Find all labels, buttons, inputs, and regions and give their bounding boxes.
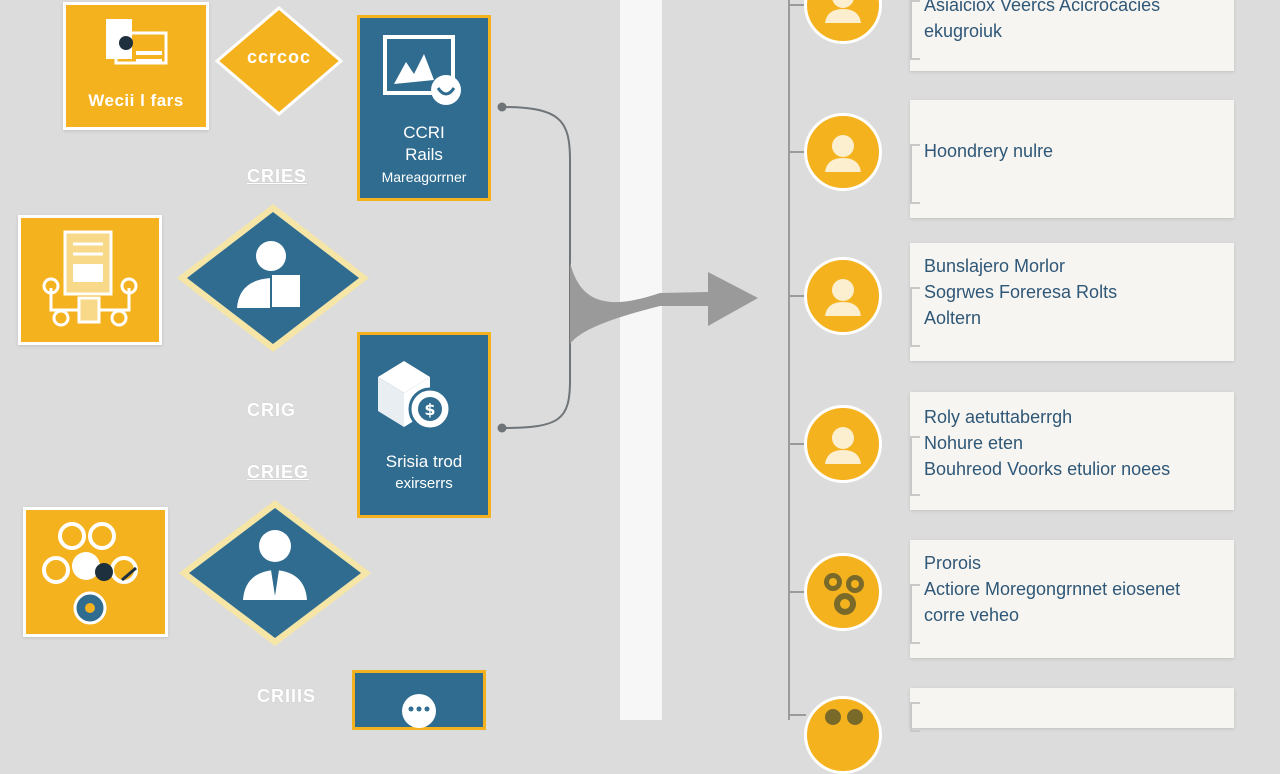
process-box-3 xyxy=(23,507,168,637)
info-card-4: Roly aetuttaberrgh Nohure eten Bouhreod … xyxy=(910,392,1234,510)
avatar-4 xyxy=(804,405,882,483)
process-card-2-line-1: Srisia trod xyxy=(385,452,463,471)
process-box-1-caption: Wecii l fars xyxy=(88,91,184,110)
decision-diamond-2 xyxy=(173,200,373,356)
info-card-1-line-1: Asiaiciox Veercs Acicrocacies xyxy=(924,0,1161,15)
info-card-1: Asiaiciox Veercs Acicrocacies ekugroiuk xyxy=(910,0,1234,71)
person-laptop-icon xyxy=(177,204,369,352)
info-card-3-line-3: Aoltern xyxy=(924,308,982,328)
document-network-icon xyxy=(42,230,138,327)
info-card-5-line-1: Prorois xyxy=(924,553,982,573)
flow-label-4: CRIIIS xyxy=(257,686,317,706)
person-avatar-icon xyxy=(825,427,861,464)
process-card-3 xyxy=(352,670,486,730)
person-avatar-icon xyxy=(825,279,861,316)
info-card-5-line-3: corre veheo xyxy=(924,605,1020,625)
avatar-5 xyxy=(804,553,882,631)
process-box-2 xyxy=(18,215,162,345)
flow-label-1: CRIES xyxy=(247,166,308,186)
avatar-6 xyxy=(804,696,882,774)
process-card-1-line-1: CCRI xyxy=(403,123,445,142)
info-card-3-line-2: Sogrwes Foreresa Rolts xyxy=(924,282,1118,302)
image-chart-icon xyxy=(383,35,461,105)
person-suit-icon xyxy=(179,500,371,646)
info-card-3: Bunslajero Morlor Sogrwes Foreresa Rolts… xyxy=(910,243,1234,361)
flow-arrow xyxy=(570,262,758,344)
document-presentation-icon xyxy=(106,19,168,65)
info-card-4-line-1: Roly aetuttaberrgh xyxy=(924,407,1073,427)
panel-divider xyxy=(620,0,662,720)
process-card-1-line-2: Rails xyxy=(405,145,443,164)
money-box-icon: $ xyxy=(378,361,452,431)
process-box-1: Wecii l fars xyxy=(63,2,209,130)
avatar-3 xyxy=(804,257,882,335)
gears-team-icon xyxy=(42,522,138,625)
chat-bubble-icon xyxy=(402,694,436,728)
process-card-1-line-3: Mareagorrner xyxy=(381,169,467,185)
decision-diamond-1: ccrcoc xyxy=(215,6,343,116)
info-card-3-line-1: Bunslajero Morlor xyxy=(924,256,1066,276)
gears-team-icon xyxy=(825,709,863,725)
info-card-5: Prorois Actiore Moregongrnnet eiosenet c… xyxy=(910,540,1234,658)
decision-diamond-1-label: ccrcoc xyxy=(246,47,312,67)
info-card-2: Hoondrery nulre xyxy=(910,100,1234,218)
flow-connectors xyxy=(497,0,806,720)
person-avatar-icon xyxy=(825,135,861,172)
process-card-2: $ Srisia trod exirserrs xyxy=(357,332,491,518)
info-card-6 xyxy=(910,688,1234,732)
info-card-4-line-3: Bouhreod Voorks etulior noees xyxy=(924,459,1171,479)
avatar-2 xyxy=(804,113,882,191)
svg-text:$: $ xyxy=(424,400,435,419)
info-card-1-line-2: ekugroiuk xyxy=(924,21,1003,41)
process-card-1: CCRI Rails Mareagorrner xyxy=(357,15,491,201)
gears-team-icon xyxy=(824,573,864,615)
process-card-2-line-2: exirserrs xyxy=(395,475,453,492)
avatar-1 xyxy=(804,0,882,44)
flow-label-3: CRIEG xyxy=(247,462,310,482)
decision-diamond-3 xyxy=(175,496,375,650)
person-avatar-icon xyxy=(825,0,861,23)
flow-label-2: CRIG xyxy=(247,400,296,420)
info-card-5-line-2: Actiore Moregongrnnet eiosenet xyxy=(924,579,1181,599)
info-card-4-line-2: Nohure eten xyxy=(924,433,1024,453)
info-card-2-line-1: Hoondrery nulre xyxy=(924,141,1054,161)
